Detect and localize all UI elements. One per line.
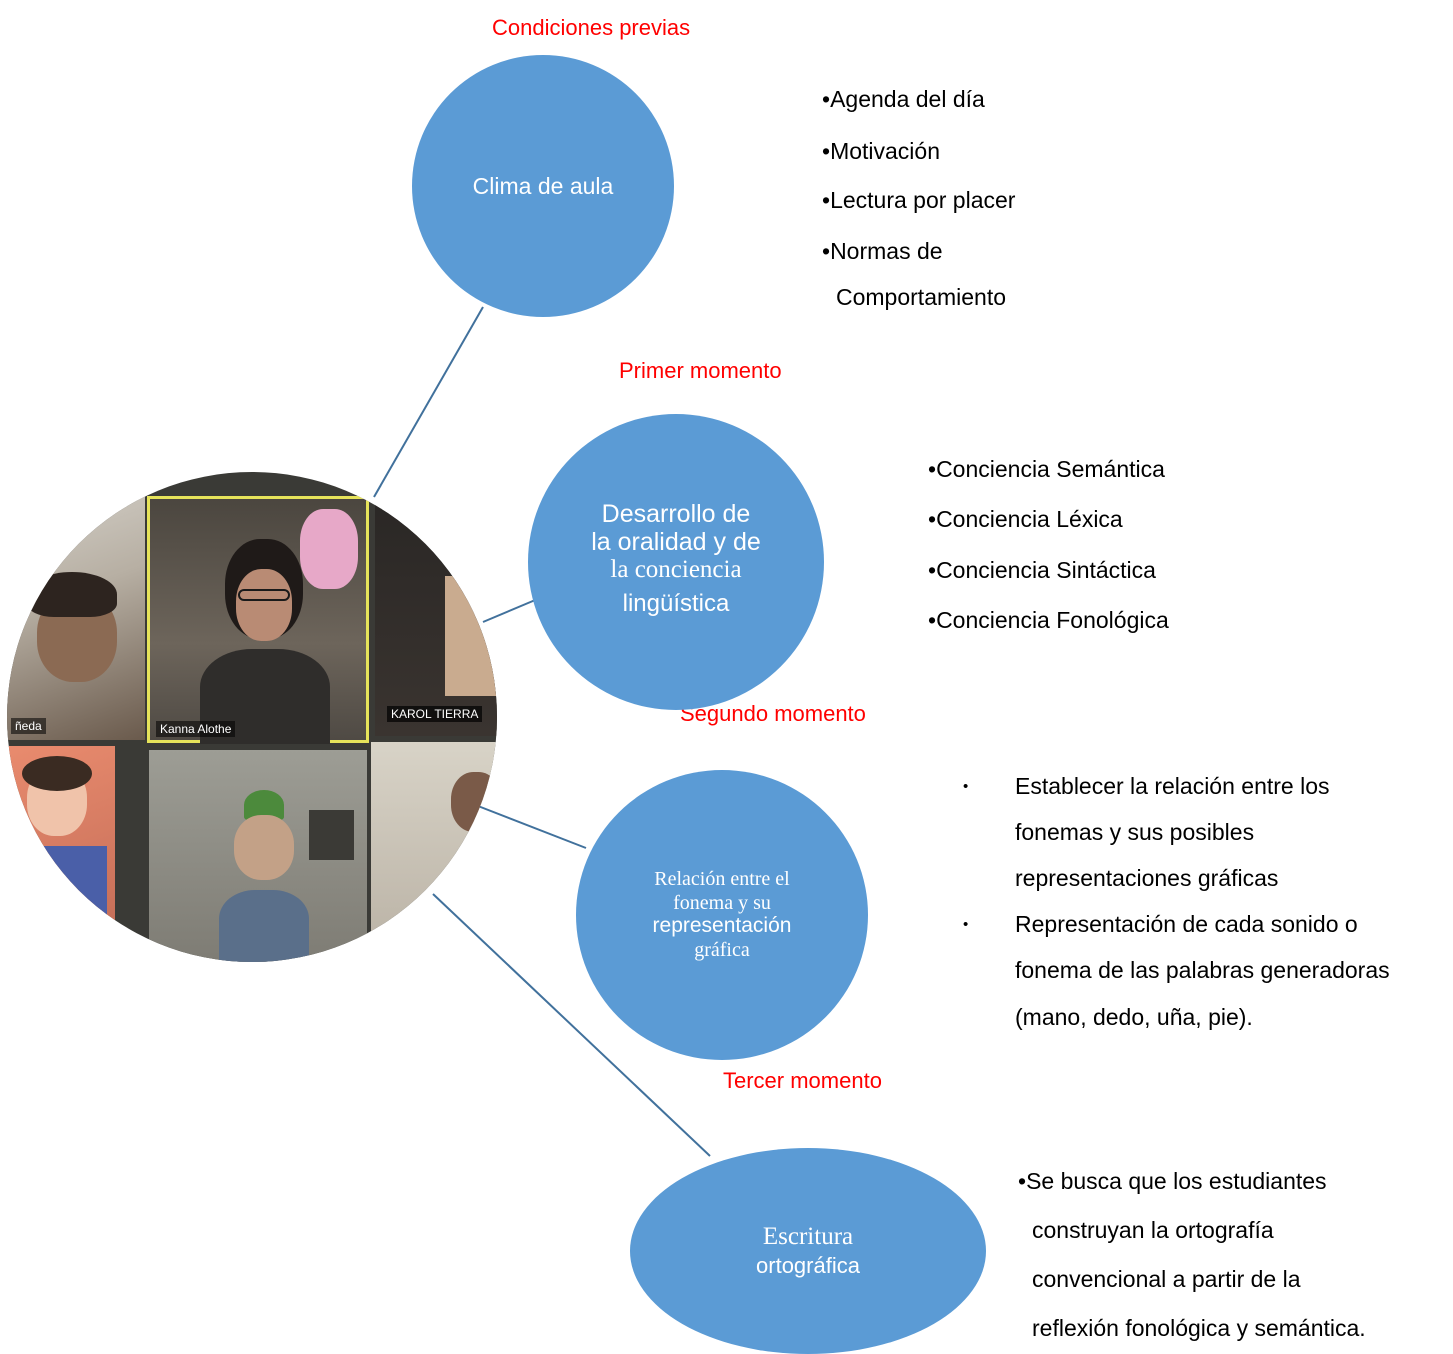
- participant-name-tag: KAROL TIERRA: [387, 706, 483, 722]
- node-line: Desarrollo de: [601, 500, 751, 528]
- node-line: representación: [652, 914, 792, 937]
- list-item-line: fonemas y sus posibles: [1015, 819, 1255, 845]
- node-label: Clima de aula: [472, 172, 614, 199]
- list-item-line: representaciones gráficas: [1015, 865, 1279, 891]
- node-line: Relación entre el: [654, 868, 790, 890]
- list-item: •Conciencia Léxica: [928, 506, 1123, 532]
- node-line: gráfica: [694, 939, 750, 961]
- list-item-line: Representación de cada sonido o: [1015, 911, 1358, 937]
- participant-tile: ñeda: [7, 472, 145, 740]
- node-relacion-fonema: Relación entre el fonema y su representa…: [576, 770, 868, 1060]
- list-item-continuation: Comportamiento: [836, 284, 1007, 310]
- list-item-line: (mano, dedo, uña, pie).: [1015, 1004, 1253, 1030]
- participant-name-tag: ñeda: [11, 718, 46, 734]
- list-item-continuation: convencional a partir de la: [1032, 1266, 1301, 1292]
- participant-tile: [149, 750, 367, 962]
- list-item: •Conciencia Sintáctica: [928, 557, 1156, 583]
- list-item: •Normas de: [822, 238, 943, 264]
- list-item-continuation: reflexión fonológica y semántica.: [1032, 1315, 1366, 1341]
- connector-classroom: [373, 306, 484, 498]
- list-item: •Conciencia Fonológica: [928, 607, 1169, 633]
- heading-tercer-momento: Tercer momento: [723, 1068, 882, 1093]
- bullet-dot: •: [963, 778, 969, 795]
- participant-name-tag: Kanna Alothe: [156, 721, 236, 737]
- list-item-continuation: construyan la ortografía: [1032, 1217, 1274, 1243]
- heading-condiciones-previas: Condiciones previas: [492, 15, 691, 40]
- node-line: la conciencia: [610, 556, 742, 583]
- participant-tile: KAROL TIERRA: [375, 496, 497, 736]
- video-call-photo: ñeda Kanna Alothe KAROL TIERRA: [7, 472, 497, 962]
- node-line: Escritura: [762, 1223, 854, 1250]
- list-item: •Motivación: [822, 138, 940, 164]
- node-line: lingüística: [622, 590, 730, 617]
- list-item-line: Establecer la relación entre los: [1015, 773, 1330, 799]
- participant-tile-active: Kanna Alothe: [147, 496, 369, 744]
- list-item: •Conciencia Semántica: [928, 456, 1165, 482]
- node-line: fonema y su: [673, 892, 771, 914]
- node-line: la oralidad y de: [591, 528, 761, 556]
- participant-tile: [7, 746, 115, 962]
- bullet-dot: •: [963, 916, 969, 933]
- node-clima-de-aula: Clima de aula: [412, 55, 674, 317]
- list-item: •Lectura por placer: [822, 187, 1016, 213]
- node-escritura-ortografica: Escritura ortográfica: [630, 1148, 986, 1354]
- list-item: •Se busca que los estudiantes: [1018, 1168, 1327, 1194]
- heading-primer-momento: Primer momento: [619, 358, 782, 383]
- node-desarrollo-oralidad: Desarrollo de la oralidad y de la concie…: [528, 414, 824, 710]
- participant-tile: [371, 742, 497, 962]
- list-item-line: fonema de las palabras generadoras: [1015, 957, 1390, 983]
- node-line: ortográfica: [756, 1253, 860, 1278]
- list-item: •Agenda del día: [822, 86, 985, 112]
